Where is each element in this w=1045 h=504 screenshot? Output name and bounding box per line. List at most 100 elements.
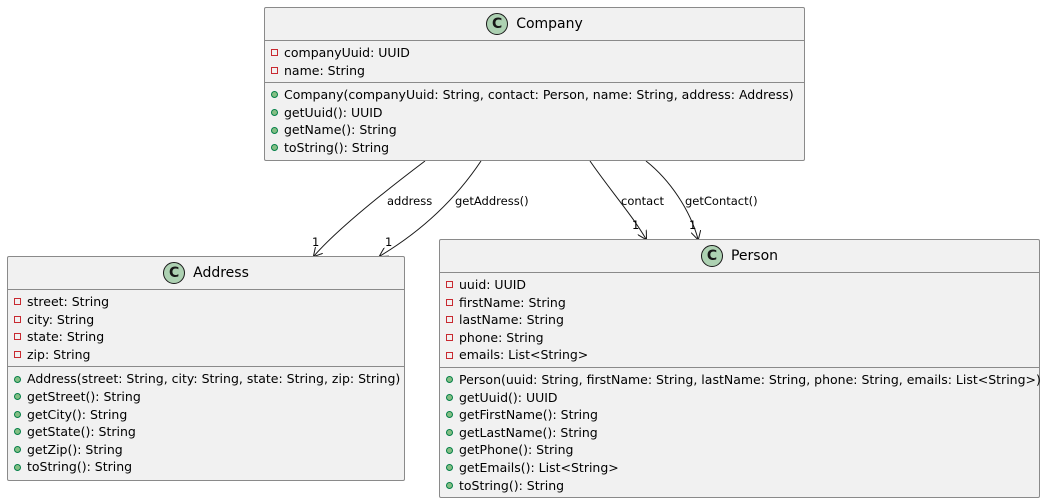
- public-visibility-icon: [14, 463, 21, 471]
- edge-label-address: address: [387, 194, 432, 208]
- member-row: Company(companyUuid: String, contact: Pe…: [265, 86, 804, 104]
- member-text: toString(): String: [27, 459, 133, 475]
- member-row: firstName: String: [440, 294, 1039, 312]
- member-row: Person(uuid: String, firstName: String, …: [440, 371, 1041, 389]
- member-text: getPhone(): String: [459, 442, 574, 458]
- member-row: toString(): String: [440, 477, 1039, 495]
- member-row: getEmails(): List<String>: [440, 459, 1039, 477]
- private-visibility-icon: [14, 298, 21, 306]
- member-row: getZip(): String: [8, 441, 404, 459]
- member-text: toString(): String: [459, 477, 565, 493]
- class-badge-icon: C: [486, 13, 509, 35]
- member-row: getUuid(): UUID: [440, 389, 1039, 407]
- member-row: toString(): String: [8, 458, 404, 476]
- public-visibility-icon: [271, 91, 278, 99]
- public-visibility-icon: [446, 464, 453, 472]
- member-row: zip: String: [8, 346, 404, 364]
- member-text: getStreet(): String: [27, 388, 141, 404]
- edge-company-person-getcontact: [645, 160, 698, 239]
- member-row: street: String: [8, 293, 404, 311]
- private-visibility-icon: [271, 66, 278, 74]
- class-header: C Company: [265, 8, 804, 41]
- member-row: getFirstName(): String: [440, 406, 1039, 424]
- public-visibility-icon: [446, 446, 453, 454]
- methods-section: Person(uuid: String, firstName: String, …: [440, 366, 1041, 497]
- public-visibility-icon: [14, 393, 21, 401]
- public-visibility-icon: [446, 481, 453, 489]
- member-row: uuid: UUID: [440, 276, 1039, 294]
- member-text: getLastName(): String: [459, 424, 598, 440]
- member-text: Company(companyUuid: String, contact: Pe…: [284, 87, 794, 103]
- member-text: zip: String: [27, 346, 91, 362]
- public-visibility-icon: [446, 376, 453, 384]
- multiplicity-address: 1: [312, 235, 319, 249]
- class-header: C Address: [8, 257, 404, 290]
- member-text: street: String: [27, 294, 110, 309]
- member-text: getUuid(): UUID: [459, 389, 558, 405]
- class-name: Person: [730, 248, 779, 264]
- private-visibility-icon: [14, 351, 21, 359]
- member-text: getEmails(): List<String>: [459, 459, 619, 475]
- member-text: Person(uuid: String, firstName: String, …: [459, 371, 1041, 387]
- member-text: state: String: [27, 329, 105, 345]
- methods-section: Company(companyUuid: String, contact: Pe…: [265, 82, 804, 159]
- member-row: state: String: [8, 328, 404, 346]
- member-text: getState(): String: [27, 424, 136, 440]
- edge-company-address-getaddress: [380, 160, 482, 256]
- member-row: emails: List<String>: [440, 346, 1039, 364]
- public-visibility-icon: [271, 126, 278, 134]
- public-visibility-icon: [14, 375, 21, 383]
- member-text: companyUuid: UUID: [284, 45, 410, 60]
- member-text: emails: List<String>: [459, 347, 589, 363]
- member-text: city: String: [27, 311, 95, 327]
- class-address[interactable]: C Address street: String city: String stat…: [7, 256, 405, 481]
- member-text: getFirstName(): String: [459, 407, 598, 423]
- public-visibility-icon: [14, 410, 21, 418]
- member-row: city: String: [8, 311, 404, 329]
- member-row: getState(): String: [8, 423, 404, 441]
- member-row: getStreet(): String: [8, 388, 404, 406]
- member-row: getLastName(): String: [440, 424, 1039, 442]
- member-text: getZip(): String: [27, 441, 123, 457]
- public-visibility-icon: [271, 144, 278, 152]
- member-row: getUuid(): UUID: [265, 104, 804, 122]
- private-visibility-icon: [446, 334, 453, 342]
- member-row: getPhone(): String: [440, 441, 1039, 459]
- private-visibility-icon: [446, 298, 453, 306]
- edge-label-getcontact: getContact(): [685, 194, 758, 208]
- public-visibility-icon: [446, 429, 453, 437]
- edge-label-contact: contact: [621, 194, 665, 208]
- class-header: C Person: [440, 240, 1039, 273]
- multiplicity-getcontact: 1: [689, 218, 696, 232]
- class-badge-icon: C: [700, 245, 723, 267]
- member-text: uuid: UUID: [459, 277, 527, 292]
- public-visibility-icon: [446, 411, 453, 419]
- class-badge-icon: C: [163, 262, 186, 284]
- member-text: phone: String: [459, 329, 544, 345]
- private-visibility-icon: [446, 351, 453, 359]
- member-row: name: String: [265, 62, 804, 80]
- member-row: toString(): String: [265, 139, 804, 157]
- multiplicity-contact: 1: [632, 218, 639, 232]
- member-text: getUuid(): UUID: [284, 104, 383, 120]
- member-text: firstName: String: [459, 294, 566, 310]
- private-visibility-icon: [271, 49, 278, 57]
- edge-company-address-address: [314, 160, 426, 256]
- public-visibility-icon: [446, 393, 453, 401]
- private-visibility-icon: [14, 333, 21, 341]
- member-row: getCity(): String: [8, 406, 404, 424]
- private-visibility-icon: [446, 281, 453, 289]
- member-row: getName(): String: [265, 121, 804, 139]
- member-row: companyUuid: UUID: [265, 44, 804, 62]
- member-text: Address(street: String, city: String, st…: [27, 371, 401, 387]
- fields-section: companyUuid: UUID name: String: [265, 41, 804, 82]
- public-visibility-icon: [14, 428, 21, 436]
- member-text: name: String: [284, 62, 365, 78]
- private-visibility-icon: [14, 315, 21, 323]
- private-visibility-icon: [446, 316, 453, 324]
- multiplicity-getaddress: 1: [385, 235, 392, 249]
